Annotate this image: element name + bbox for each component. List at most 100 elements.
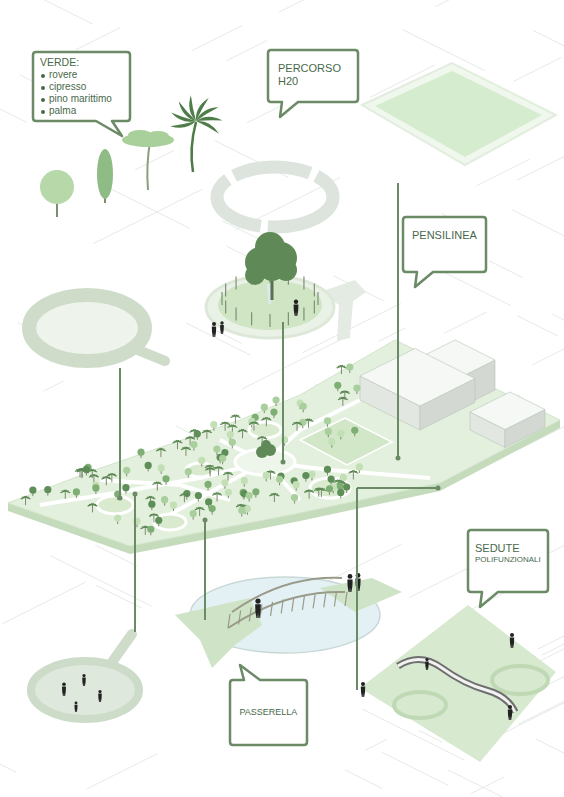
palm-tree (337, 366, 342, 368)
round-tree (213, 446, 220, 456)
magnifier-lens (29, 295, 145, 361)
palm-tree (202, 431, 207, 433)
callout-text: pino marittimo (40, 93, 112, 105)
round-tree (351, 427, 358, 434)
street-map (43, 381, 63, 391)
person-figure (361, 682, 365, 697)
palm-tree (108, 474, 112, 475)
palm-tree (231, 416, 236, 418)
round-tree (353, 384, 360, 394)
bubble-outline (403, 217, 486, 272)
fountain-plaza (314, 284, 315, 297)
park-site (154, 514, 186, 530)
round-tree (324, 466, 331, 476)
round-tree (328, 438, 335, 448)
palm-tree (77, 469, 87, 478)
street-map (279, 0, 309, 12)
fountain-plaza (271, 280, 274, 300)
palm-tree (26, 497, 31, 499)
round-tree (147, 526, 154, 533)
round-tree (213, 446, 220, 453)
palm-tree (89, 474, 99, 483)
street-map (444, 312, 486, 333)
round-tree (73, 488, 80, 498)
round-tree (190, 441, 197, 448)
park-site (220, 440, 300, 500)
footbridge-scene (324, 593, 326, 607)
round-tree (229, 439, 236, 449)
leader-lines (204, 520, 206, 620)
palm-tree (232, 426, 237, 428)
street-map (535, 739, 564, 766)
palm-tree (93, 504, 98, 506)
callout-text: rovere (40, 69, 112, 81)
fountain-plaza (251, 312, 252, 325)
palm-tree (262, 437, 263, 445)
palm-tree (210, 468, 215, 470)
palm-tree (89, 470, 93, 471)
round-tree (219, 455, 226, 462)
building-block (470, 392, 545, 448)
seating-scene (394, 692, 446, 718)
round-tree (334, 382, 341, 389)
round-tree (261, 404, 268, 411)
palm-tree (353, 471, 354, 479)
palm-tree (89, 504, 93, 505)
callout-title: VERDE: (40, 56, 112, 69)
fountain-plaza (303, 276, 304, 289)
round-tree (325, 428, 332, 438)
palm-tree (65, 491, 66, 499)
palm-tree (152, 482, 162, 491)
round-tree (225, 489, 232, 499)
palm-tree (152, 483, 157, 485)
round-tree (185, 468, 192, 475)
fountain-plaza (268, 284, 270, 304)
park-site (40, 462, 430, 505)
leader-lines (282, 322, 284, 462)
round-tree (161, 496, 168, 506)
fountain-plaza (288, 312, 289, 325)
leader-lines (357, 487, 438, 489)
round-tree (122, 484, 129, 491)
round-tree (308, 471, 315, 478)
round-tree (209, 505, 216, 515)
person-figure (82, 674, 86, 686)
person-figure (212, 322, 216, 337)
palm-tree (214, 467, 219, 469)
palm-tree (205, 468, 210, 470)
round-tree (291, 494, 298, 504)
palm-tree (103, 477, 107, 478)
person-figure (220, 321, 223, 324)
palm-tree (22, 497, 26, 498)
round-tree (229, 439, 236, 446)
round-tree (155, 517, 162, 524)
street-map (471, 777, 505, 794)
person-figure (510, 638, 514, 649)
park-site (249, 422, 281, 438)
street-map (0, 94, 27, 122)
palm-tree (181, 494, 185, 495)
round-tree (204, 481, 211, 491)
round-tree (162, 475, 169, 482)
person-figure (425, 662, 429, 670)
building-block (360, 349, 475, 431)
round-tree (340, 474, 347, 481)
palm-tree (200, 508, 205, 510)
round-tree (219, 455, 226, 465)
round-tree (252, 488, 259, 498)
round-tree (337, 489, 344, 499)
round-tree (328, 476, 335, 486)
person-figure (212, 327, 216, 338)
callout-text: cipresso (40, 81, 112, 93)
round-tree (343, 483, 350, 490)
fountain-plaza (206, 276, 334, 338)
palm-tree (196, 507, 200, 508)
palm-tree (181, 448, 186, 450)
round-tree (158, 464, 165, 474)
palm-tree (195, 508, 200, 510)
tree-species (97, 149, 113, 199)
palm-tree (223, 473, 228, 475)
fountain-plaza (218, 280, 322, 330)
round-tree (252, 488, 259, 495)
